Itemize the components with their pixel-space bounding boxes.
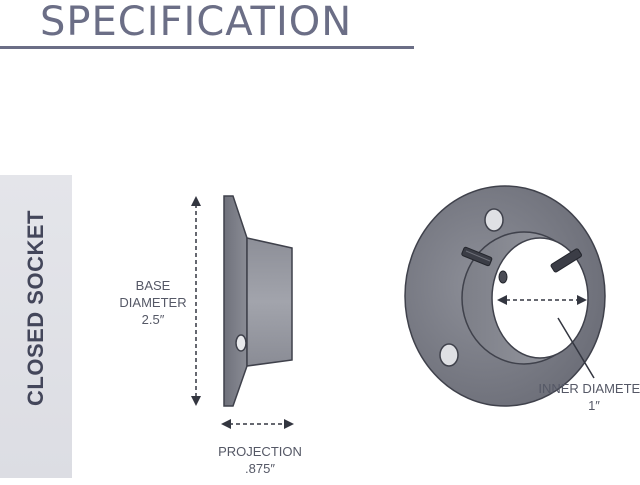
side-view-socket — [223, 195, 293, 407]
set-screw-left — [461, 246, 493, 267]
inner-label-value: 1″ — [588, 398, 600, 413]
title-underline — [0, 46, 414, 49]
base-label-line2: DIAMETER — [119, 295, 187, 310]
base-diameter-label: BASE DIAMETER 2.5″ — [118, 277, 188, 328]
inner-diameter-arrow — [497, 295, 587, 305]
projection-label: PROJECTION .875″ — [212, 443, 308, 477]
base-label-line1: BASE — [135, 278, 171, 293]
front-screw-hole-top — [484, 208, 504, 232]
projection-label-value: .875″ — [245, 461, 275, 476]
projection-arrow — [221, 419, 294, 429]
front-screw-hole-bottom — [439, 343, 459, 367]
projection-label-line1: PROJECTION — [218, 444, 302, 459]
base-diameter-arrow — [191, 196, 201, 406]
page-title: SPECIFICATION — [40, 0, 353, 45]
inner-label-line1: INNER DIAMETER — [538, 381, 640, 396]
inner-diameter-label: INNER DIAMETER 1″ — [538, 380, 640, 414]
inner-diameter-leader — [557, 317, 595, 379]
base-label-value: 2.5″ — [141, 312, 165, 327]
side-label-panel — [0, 175, 72, 478]
side-screw-hole — [235, 334, 247, 352]
front-view-socket — [404, 185, 606, 407]
side-cup — [246, 237, 293, 367]
set-screw-right — [550, 248, 582, 273]
side-flange — [223, 195, 248, 407]
